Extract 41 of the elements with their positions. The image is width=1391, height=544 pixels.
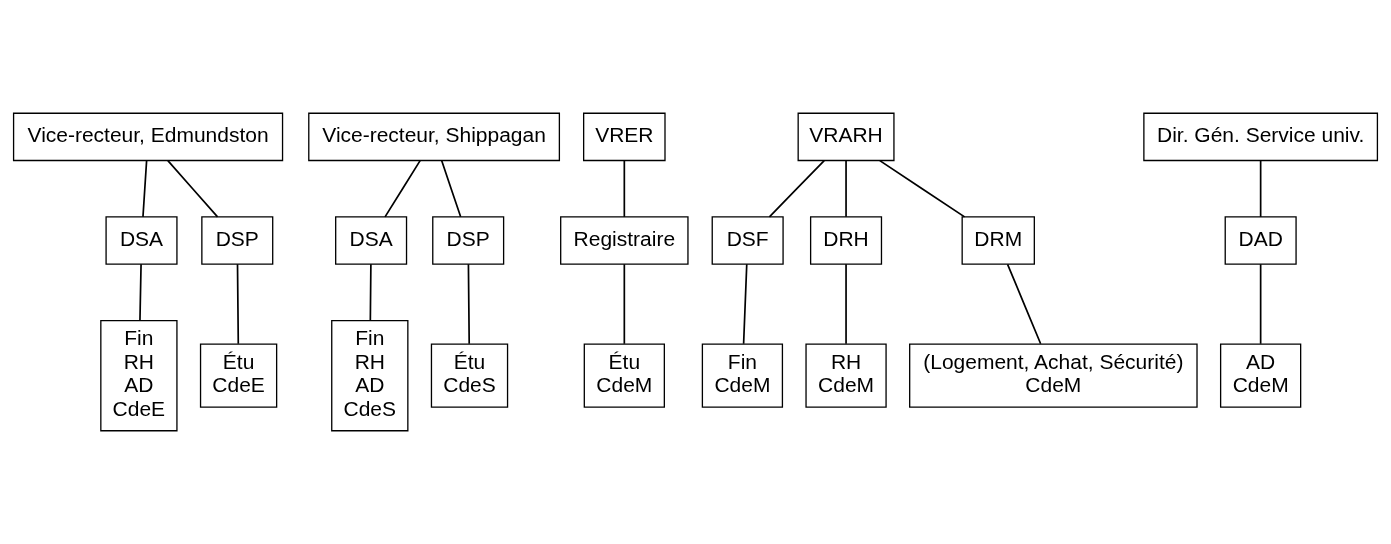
connector <box>1259 159 1262 218</box>
node-box: Fin RH AD CdeS <box>331 319 409 432</box>
connector <box>142 159 148 218</box>
connector <box>623 159 626 218</box>
node-box: Fin RH AD CdeE <box>100 319 178 432</box>
connector <box>742 263 748 345</box>
node-box: DAD <box>1224 216 1297 265</box>
connector <box>167 159 219 218</box>
connector <box>845 263 847 345</box>
node-box: DSA <box>335 216 408 265</box>
node-box: Étu CdeS <box>430 343 509 408</box>
node-box: Étu CdeM <box>583 343 665 408</box>
node-box: (Logement, Achat, Sécurité) CdeM <box>909 343 1198 408</box>
connector <box>139 263 142 322</box>
node-box: DSP <box>432 216 505 265</box>
connector <box>467 263 471 345</box>
connector <box>236 263 240 345</box>
node-box: RH CdeM <box>805 343 887 408</box>
connector <box>384 159 421 218</box>
connector <box>623 263 626 345</box>
connector <box>1006 263 1042 345</box>
node-box: DRM <box>961 216 1035 265</box>
connector <box>878 159 966 218</box>
node-box: DSP <box>201 216 274 265</box>
node-box: VRER <box>583 112 666 162</box>
node-box: AD CdeM <box>1219 343 1302 408</box>
node-box: DRH <box>809 216 883 265</box>
node-box: Registraire <box>560 216 689 265</box>
connector <box>369 263 372 322</box>
node-box: Étu CdeE <box>199 343 278 408</box>
connector <box>768 159 826 218</box>
connector <box>440 159 462 218</box>
node-box: DSA <box>105 216 178 265</box>
node-box: Dir. Gén. Service univ. <box>1143 112 1379 162</box>
node-box: Vice-recteur, Edmundston <box>12 112 284 162</box>
connector <box>845 159 847 218</box>
node-box: DSF <box>711 216 784 265</box>
connector <box>1259 263 1262 345</box>
node-box: VRARH <box>797 112 895 162</box>
node-box: Vice-recteur, Shippagan <box>308 112 561 162</box>
node-box: Fin CdeM <box>701 343 784 408</box>
